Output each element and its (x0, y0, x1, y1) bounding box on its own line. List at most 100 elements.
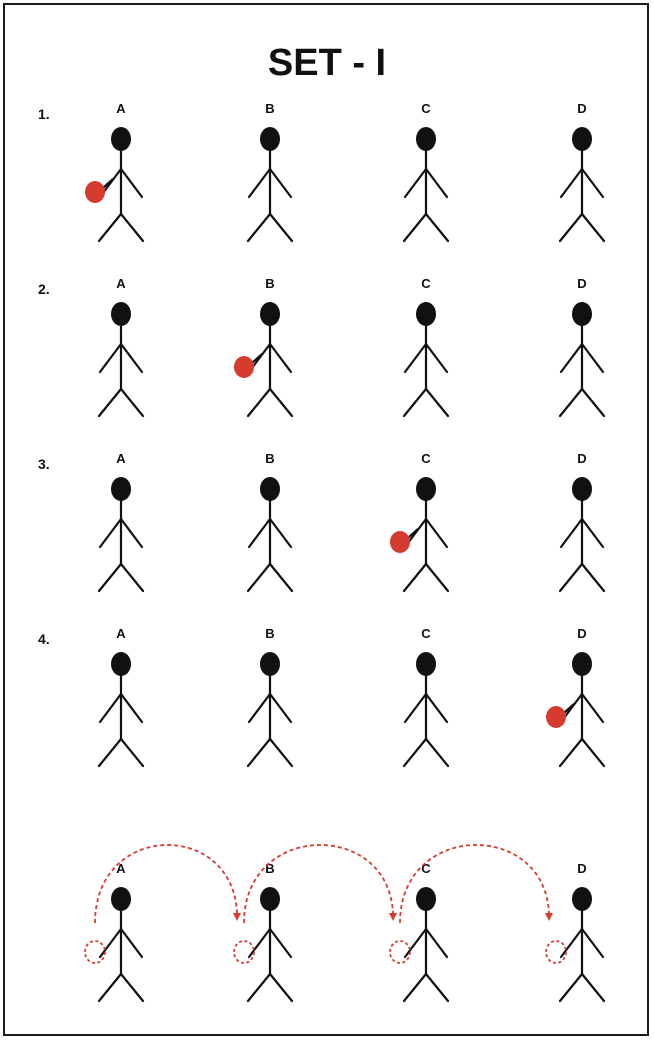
head (260, 302, 280, 326)
right-leg (426, 389, 448, 416)
figure-label: A (116, 451, 126, 466)
right-arm (426, 344, 447, 372)
head (111, 887, 131, 911)
row: 3. A B C D (38, 451, 604, 591)
right-leg (426, 564, 448, 591)
right-leg (121, 974, 143, 1001)
pass-arrow (95, 845, 237, 923)
left-leg (560, 389, 582, 416)
left-leg (404, 974, 426, 1001)
left-arm (405, 929, 426, 957)
figure-label: D (577, 626, 586, 641)
right-leg (582, 564, 604, 591)
stick-figure: B (234, 861, 292, 1001)
head (572, 302, 592, 326)
right-leg (121, 214, 143, 241)
figure-label: C (421, 451, 431, 466)
head (416, 887, 436, 911)
left-leg (404, 214, 426, 241)
ghost-ball (546, 941, 566, 963)
row-number: 3. (38, 456, 50, 472)
figure-label: D (577, 276, 586, 291)
right-leg (121, 739, 143, 766)
left-arm (100, 519, 121, 547)
left-arm (100, 344, 121, 372)
left-arm (249, 694, 270, 722)
figure-label: C (421, 276, 431, 291)
left-arm (100, 694, 121, 722)
right-arm (426, 519, 447, 547)
head (111, 127, 131, 151)
head (260, 652, 280, 676)
left-leg (560, 564, 582, 591)
figure-label: D (577, 451, 586, 466)
right-arm (270, 169, 291, 197)
ghost-ball (234, 941, 254, 963)
left-arm (561, 519, 582, 547)
stick-figure: D (546, 626, 604, 766)
left-leg (560, 739, 582, 766)
right-leg (270, 389, 292, 416)
left-leg (99, 739, 121, 766)
right-arm (582, 519, 603, 547)
stick-figure: B (248, 101, 292, 241)
figure-label: A (116, 626, 126, 641)
figure-label: B (265, 861, 274, 876)
ball (85, 181, 105, 203)
left-leg (248, 564, 270, 591)
right-leg (582, 214, 604, 241)
right-arm (270, 344, 291, 372)
stick-figure: C (390, 451, 448, 591)
row-number: 4. (38, 631, 50, 647)
right-arm (582, 344, 603, 372)
stick-figure: C (390, 861, 448, 1001)
stick-figure: A (99, 626, 143, 766)
head (416, 652, 436, 676)
left-leg (99, 214, 121, 241)
left-leg (560, 974, 582, 1001)
figure-label: B (265, 626, 274, 641)
right-leg (582, 974, 604, 1001)
stick-figure: B (234, 276, 292, 416)
figure-label: D (577, 101, 586, 116)
right-leg (121, 389, 143, 416)
right-leg (270, 739, 292, 766)
figure-label: C (421, 101, 431, 116)
left-leg (99, 564, 121, 591)
left-leg (248, 214, 270, 241)
figure-label: B (265, 451, 274, 466)
right-arm (582, 694, 603, 722)
left-arm (249, 169, 270, 197)
stick-figure: C (404, 276, 448, 416)
head (572, 477, 592, 501)
right-leg (121, 564, 143, 591)
row-number: 1. (38, 106, 50, 122)
left-leg (560, 214, 582, 241)
head (416, 302, 436, 326)
head (572, 887, 592, 911)
right-arm (121, 694, 142, 722)
right-arm (582, 929, 603, 957)
left-arm (561, 344, 582, 372)
left-arm (100, 929, 121, 957)
right-leg (270, 564, 292, 591)
pass-arrow (400, 845, 549, 923)
head (572, 127, 592, 151)
right-leg (582, 739, 604, 766)
left-arm (249, 929, 270, 957)
right-arm (270, 929, 291, 957)
right-arm (582, 169, 603, 197)
row-number: 2. (38, 281, 50, 297)
right-arm (121, 519, 142, 547)
head (111, 652, 131, 676)
right-arm (426, 694, 447, 722)
left-arm (561, 929, 582, 957)
left-leg (248, 739, 270, 766)
left-leg (99, 389, 121, 416)
left-arm (249, 519, 270, 547)
ghost-ball (390, 941, 410, 963)
right-arm (121, 169, 142, 197)
